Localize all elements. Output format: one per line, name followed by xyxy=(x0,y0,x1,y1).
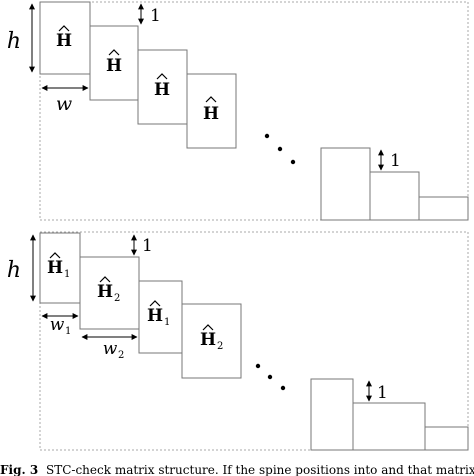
bottom-width-label-2: w 2 xyxy=(103,339,125,361)
top-step-label-b: 1 xyxy=(390,151,401,171)
figure-caption: Fig. 3 STC-check matrix structure. If th… xyxy=(0,463,474,476)
bottom-block-label-1: H 1 xyxy=(47,252,70,280)
bottom-block-label-3: H 1 xyxy=(147,300,170,328)
svg-text:2: 2 xyxy=(114,293,120,304)
svg-text:H: H xyxy=(154,80,170,100)
svg-text:H: H xyxy=(97,282,113,302)
svg-text:1: 1 xyxy=(64,269,70,280)
bottom-ellipsis-dot-2 xyxy=(267,374,273,380)
bottom-ellipsis-dot-3 xyxy=(280,385,286,391)
top-step-label-a: 1 xyxy=(150,6,161,26)
bottom-block-5 xyxy=(310,378,354,451)
svg-text:1: 1 xyxy=(65,326,71,337)
top-block-label-2: H xyxy=(106,49,122,76)
bottom-height-label: h xyxy=(7,258,21,283)
bottom-block-3 xyxy=(138,280,183,354)
top-block-6 xyxy=(369,171,420,221)
top-frame xyxy=(39,1,469,221)
bottom-ellipsis-dot-1 xyxy=(255,363,261,369)
svg-text:2: 2 xyxy=(118,350,124,361)
bottom-block-6 xyxy=(352,402,426,451)
top-ellipsis-dot-3 xyxy=(290,159,296,165)
svg-text:H: H xyxy=(147,306,163,326)
top-block-4 xyxy=(186,73,237,149)
bottom-width-label-1: w 1 xyxy=(50,315,72,337)
bottom-block-label-2: H 2 xyxy=(97,276,120,304)
svg-text:H: H xyxy=(56,31,72,51)
bottom-diagram: H 1 H 2 H 1 H 2 h w 1 w 2 xyxy=(7,231,469,451)
top-width-label: w xyxy=(56,93,72,115)
top-block-5 xyxy=(320,147,371,221)
bottom-block-1 xyxy=(39,232,81,304)
bottom-block-4 xyxy=(181,303,242,379)
top-ellipsis-dot-1 xyxy=(264,133,270,139)
caption-prefix: Fig. 3 xyxy=(0,463,38,476)
top-block-label-1: H xyxy=(56,25,72,51)
bottom-step-label-b: 1 xyxy=(377,383,388,403)
svg-text:w: w xyxy=(103,339,118,359)
svg-text:1: 1 xyxy=(164,317,170,328)
svg-text:H: H xyxy=(203,104,219,124)
svg-text:2: 2 xyxy=(217,341,223,352)
top-ellipsis-dot-2 xyxy=(277,146,283,152)
top-height-label: h xyxy=(7,29,21,54)
top-block-3 xyxy=(137,49,188,125)
bottom-block-2 xyxy=(79,256,140,330)
top-block-2 xyxy=(89,25,139,101)
svg-text:H: H xyxy=(47,258,63,278)
bottom-block-7 xyxy=(424,426,469,451)
top-diagram: H H H H h w 1 1 xyxy=(7,1,469,221)
top-block-label-4: H xyxy=(203,96,219,124)
caption-text: STC-check matrix structure. If the spine… xyxy=(46,463,474,476)
bottom-block-label-4: H 2 xyxy=(200,324,223,352)
bottom-step-label-a: 1 xyxy=(142,236,153,256)
bottom-frame xyxy=(39,231,469,451)
top-block-label-3: H xyxy=(154,73,170,100)
svg-text:H: H xyxy=(106,56,122,76)
svg-text:H: H xyxy=(200,330,216,350)
top-block-7 xyxy=(418,196,469,221)
svg-text:w: w xyxy=(50,315,65,335)
